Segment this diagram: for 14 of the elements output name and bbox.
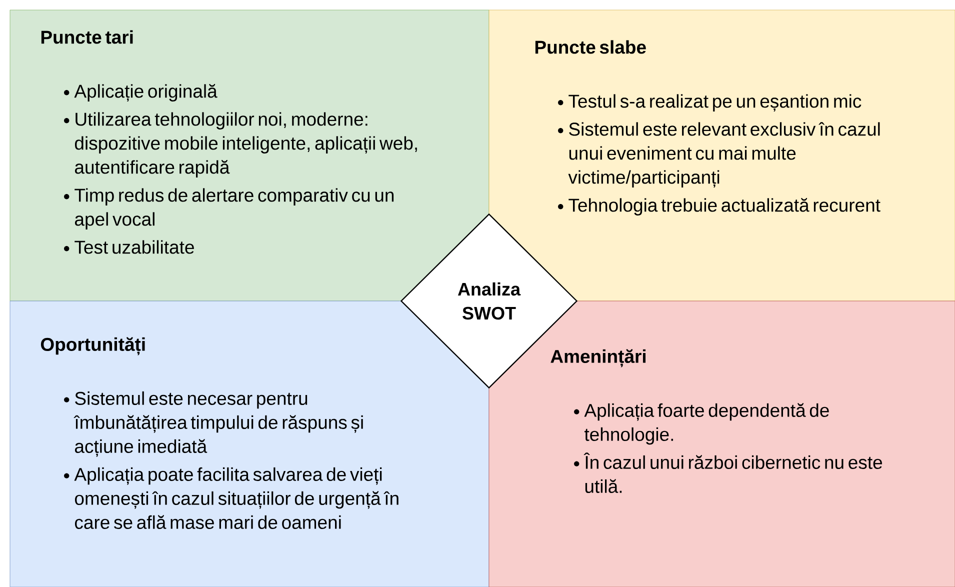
quadrant-heading: Puncte slabe xyxy=(535,40,646,54)
bullet-text: Sistemul este relevant exclusiv în cazul unui eveniment cu mai multe victime/participanți xyxy=(558,122,880,188)
bullet-text: Utilizarea tehnologiilor noi, moderne: dispozitive mobile inteligente, aplicații web, autentificare rapidă xyxy=(64,112,417,178)
quadrant-heading: Oportunități xyxy=(40,337,145,356)
bullet-text: Aplicație originală xyxy=(64,84,218,102)
quadrant-heading: Puncte tari xyxy=(41,30,133,44)
bullet-text: Testul s-a realizat pe un eșantion mic xyxy=(558,94,862,112)
bullet-text: Tehnologia trebuie actualizată recurent xyxy=(558,198,880,216)
bullet-text: Aplicația poate facilita salvarea de vieți omenești în cazul situațiilor de urgență în care se află mase mari de oameni xyxy=(64,467,398,529)
bullet-text: Test uzabilitate xyxy=(64,240,194,254)
bullet-text: Timp redus de alertare comparativ cu un apel vocal xyxy=(64,188,394,230)
bullet-text: În cazul unui război cibernetic nu este utilă. xyxy=(574,452,882,493)
bullet-text: Aplicația foarte dependentă de tehnologie. xyxy=(574,403,829,445)
bullet-text: Sistemul este necesar pentru îmbunătățirea timpului de răspuns și acțiune imediată xyxy=(64,391,363,457)
